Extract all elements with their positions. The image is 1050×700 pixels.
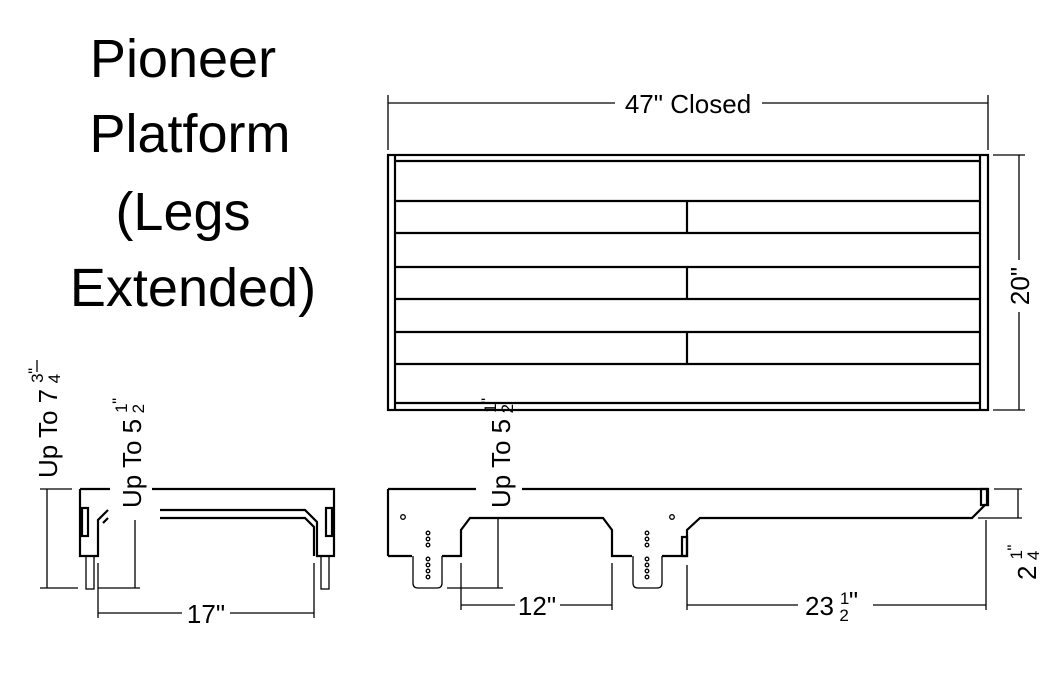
title-line-2: Platform <box>89 104 290 164</box>
dimension-length: 47" Closed <box>387 89 989 150</box>
dimension-end-span: 17" <box>97 563 315 629</box>
dimension-width: 20" <box>993 154 1035 411</box>
side-leg-height-label: Up To 512" <box>478 398 517 508</box>
dimension-frame-depth: 214" <box>978 488 1043 580</box>
leg-gap-label: 12" <box>518 591 556 621</box>
end-view <box>78 487 336 590</box>
side-view <box>386 487 990 589</box>
end-span-label: 17" <box>187 599 225 629</box>
dimension-leg-gap: 12" <box>460 563 613 621</box>
top-view <box>386 153 990 412</box>
end-leg-height-label: Up To 512" <box>109 398 148 508</box>
dimension-side-leg-height: Up To 512" <box>447 398 517 589</box>
frame-depth-label: 214" <box>1004 545 1043 580</box>
dimension-max-height: Up To 734" <box>25 360 78 589</box>
dimension-end-leg-height: Up To 512" <box>98 398 148 589</box>
drawing-title: Pioneer Platform (Legs Extended) <box>70 29 316 318</box>
max-height-label: Up To 734" <box>25 368 64 478</box>
length-label: 47" Closed <box>625 89 751 119</box>
width-label: 20" <box>1005 267 1035 305</box>
title-line-3: (Legs <box>115 182 250 242</box>
title-line-4: Extended) <box>70 258 316 318</box>
title-line-1: Pioneer <box>90 29 276 89</box>
